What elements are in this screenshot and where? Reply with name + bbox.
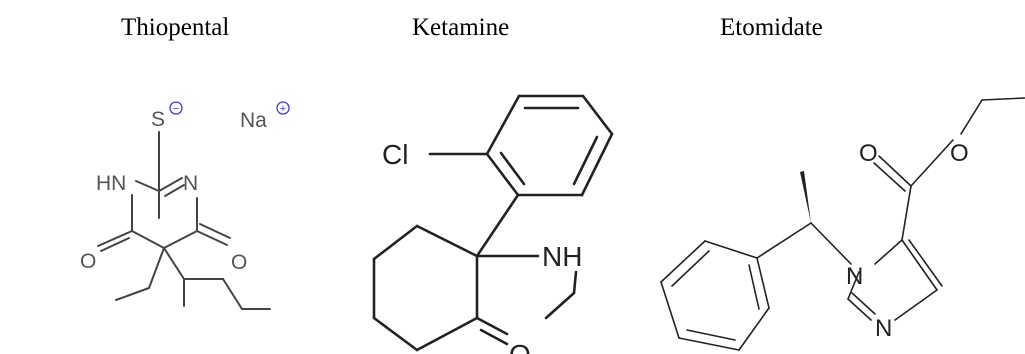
thiopental-structure: S Na HN N O O − + [12, 88, 352, 354]
title-etomidate: Etomidate [720, 14, 823, 41]
atom-hn: HN [96, 172, 126, 195]
atom-oxygen-left: O [80, 250, 96, 273]
svg-text:−: − [173, 103, 179, 115]
title-thiopental: Thiopental [121, 14, 230, 41]
ketamine-structure: Cl NH O [352, 92, 639, 354]
atom-oxygen-right: O [231, 251, 247, 274]
negative-charge-icon: − [169, 101, 183, 115]
atom-oxygen-carbonyl: O [859, 140, 878, 167]
atom-nitrogen-3: N [875, 315, 892, 342]
etomidate-structure: O O N N [639, 88, 1025, 354]
atom-nitrogen-1: N [846, 263, 863, 290]
atom-sodium: Na [240, 109, 267, 132]
atom-nitrogen: N [183, 172, 198, 195]
atom-oxygen: O [509, 339, 531, 354]
atom-chlorine: Cl [382, 139, 408, 170]
title-ketamine: Ketamine [412, 14, 510, 41]
positive-charge-icon: + [276, 101, 290, 115]
atom-sulfur: S [151, 108, 165, 131]
svg-text:+: + [280, 103, 286, 115]
atom-oxygen-ester: O [950, 140, 969, 167]
atom-nh: NH [542, 241, 582, 272]
wedge-bond [800, 171, 811, 223]
